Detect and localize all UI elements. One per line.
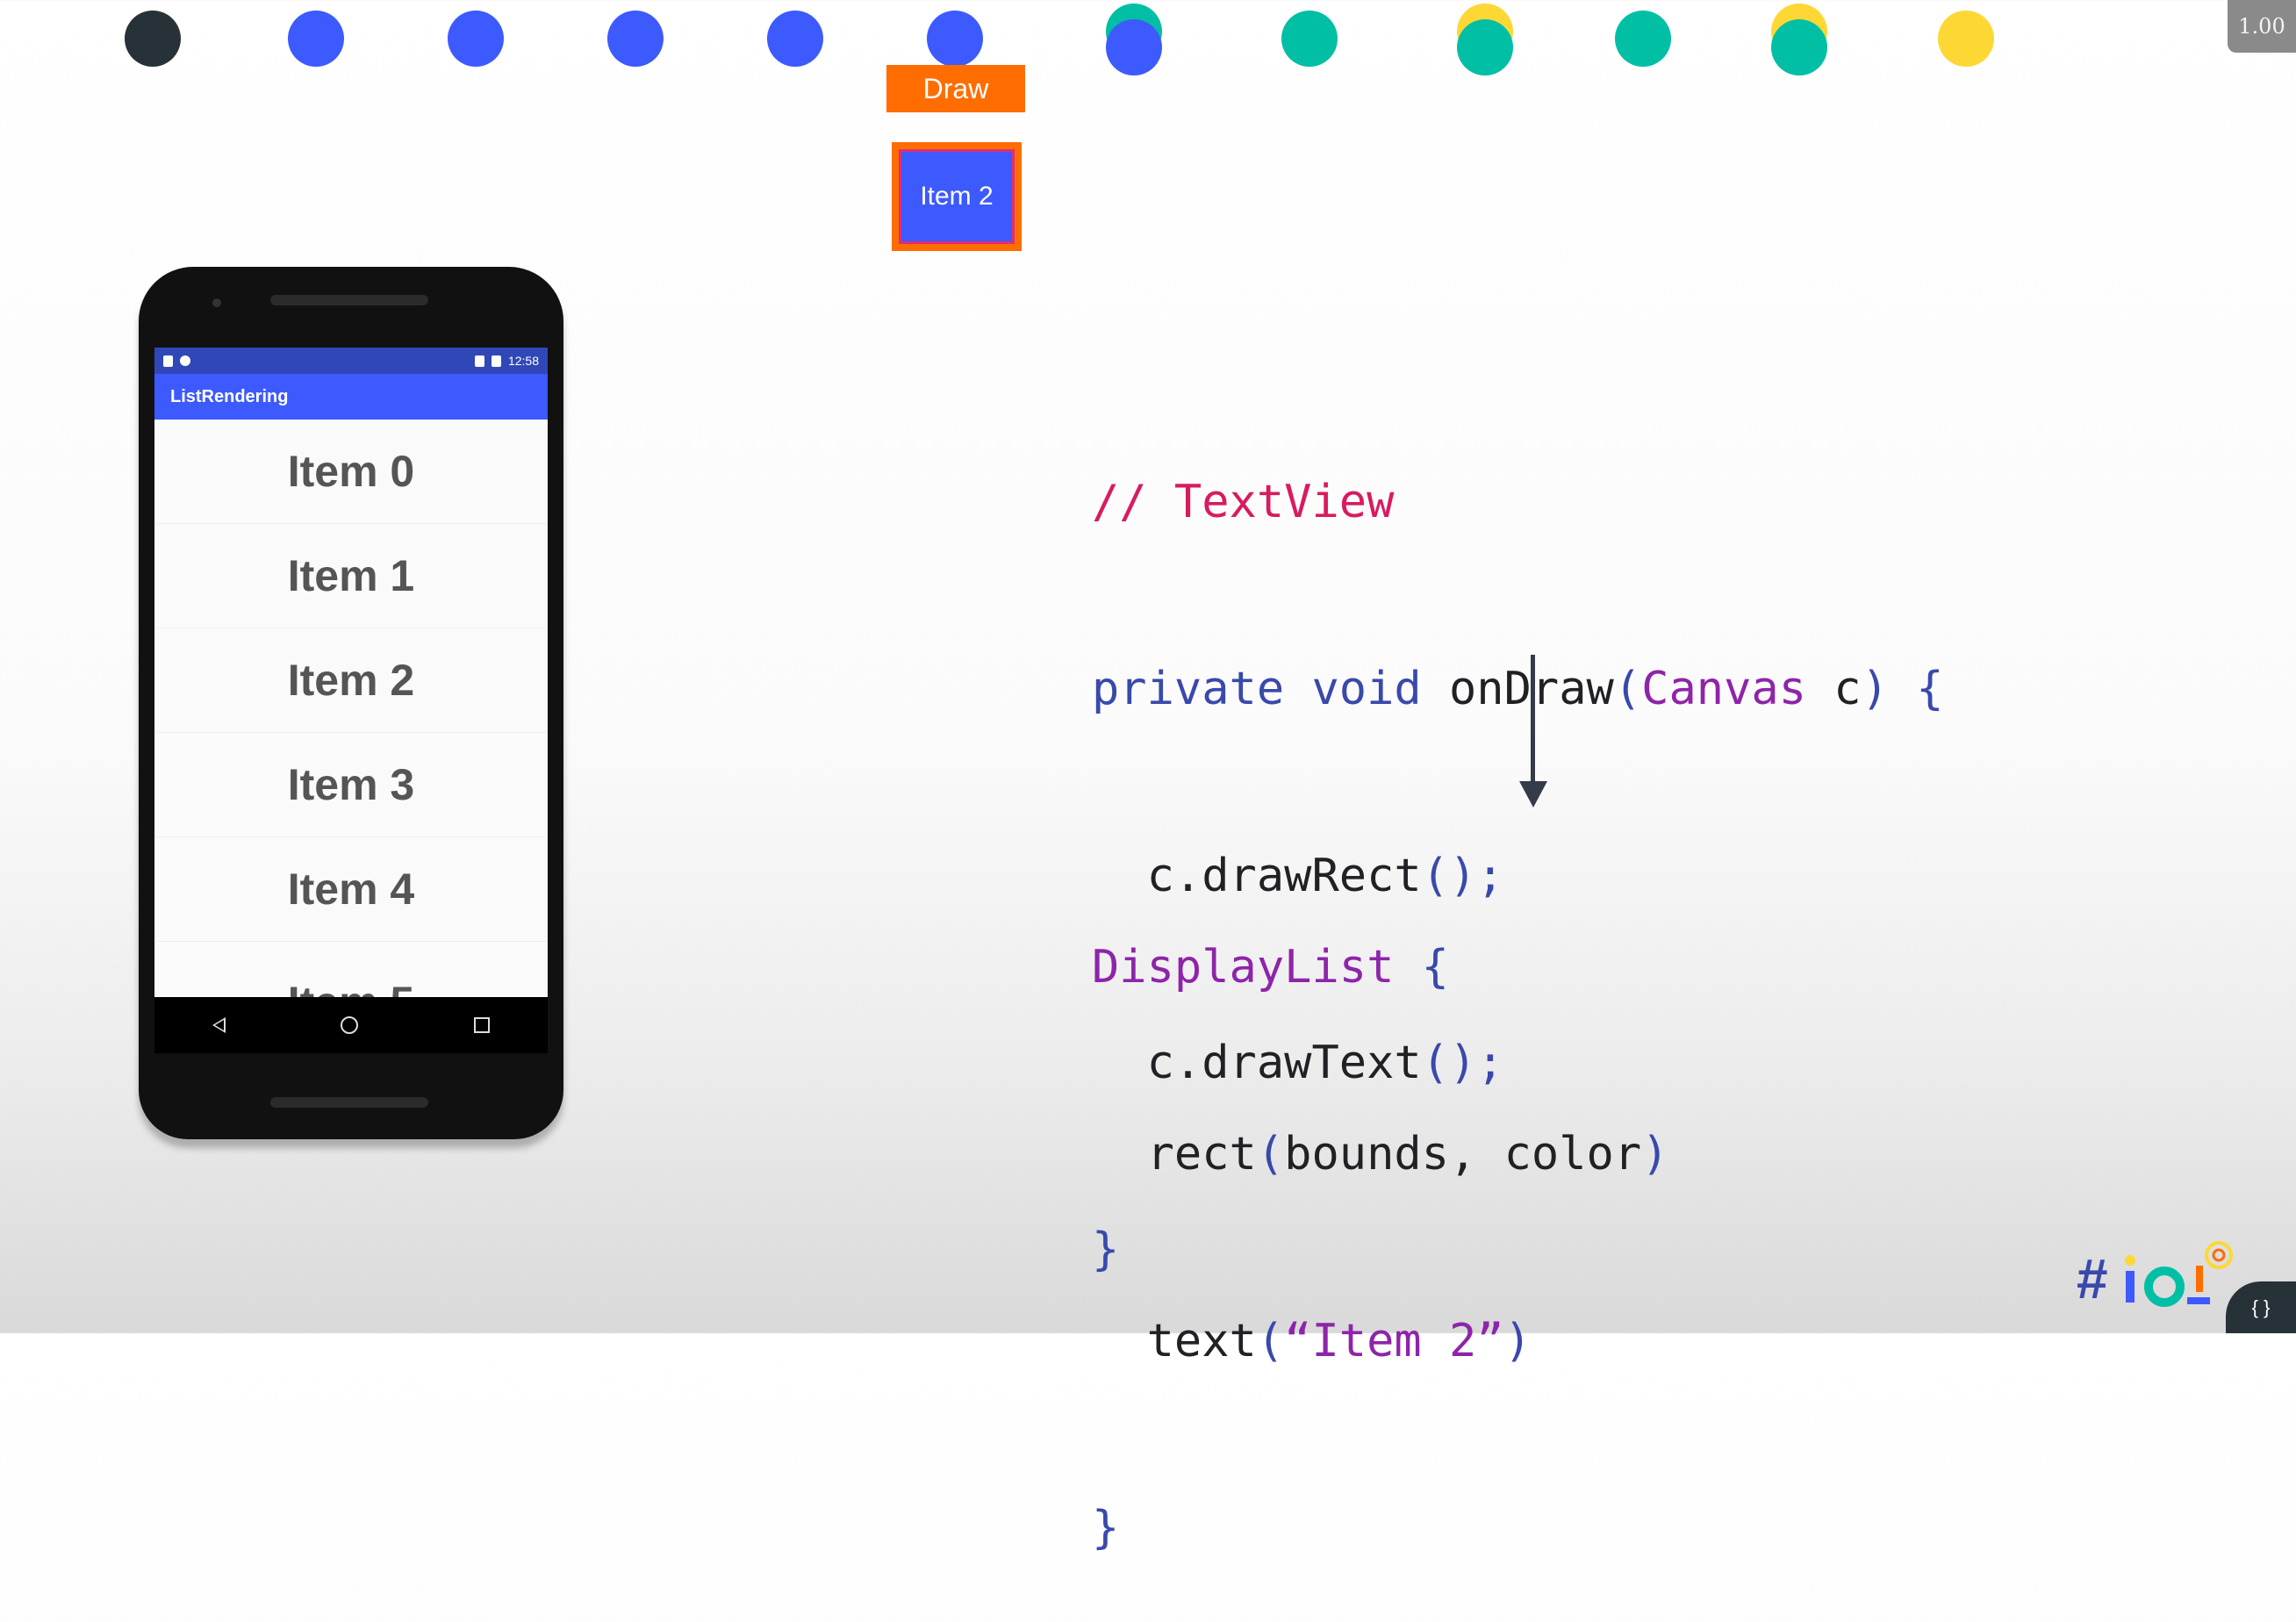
io18-logo-icon: [2125, 1241, 2233, 1307]
code-keyword: private void: [1092, 663, 1422, 715]
code-comment: // TextView: [1092, 476, 1395, 528]
phone-speaker: [270, 295, 428, 305]
google-io-logo: #: [2077, 1229, 2252, 1317]
status-time: 12:58: [507, 354, 539, 368]
code-string: “Item 2”: [1284, 1315, 1504, 1367]
down-arrow-head: [1519, 781, 1547, 807]
code-punc: ();: [1421, 850, 1504, 902]
battery-icon: [491, 355, 501, 367]
timeline-dot: [1457, 19, 1513, 75]
code-brace: }: [1092, 1224, 1120, 1276]
code-call: text: [1092, 1315, 1257, 1367]
code-type: DisplayList: [1092, 941, 1395, 994]
code-paren: (: [1613, 663, 1642, 715]
code-args: bounds, color: [1284, 1128, 1642, 1181]
timeline-dot: [1106, 19, 1162, 75]
code-param: c: [1806, 663, 1862, 715]
recents-icon[interactable]: [474, 1017, 491, 1033]
signal-icon: [474, 355, 484, 367]
code-brace: {: [1888, 663, 1944, 715]
code-paren: ): [1861, 663, 1889, 715]
timeline-dot: [1938, 11, 1994, 67]
timeline-dot: [1771, 19, 1827, 75]
list-item[interactable]: Item 4: [154, 837, 548, 942]
timeline-dot: [1281, 11, 1338, 67]
phone-screen: 12:58 ListRendering Item 0 Item 1 Item 2…: [154, 348, 548, 1053]
code-call: c.drawRect: [1092, 850, 1422, 902]
code-call: rect: [1092, 1128, 1257, 1181]
list-item[interactable]: Item 3: [154, 733, 548, 837]
code-brace: {: [1394, 941, 1449, 994]
io-hash: #: [2077, 1247, 2108, 1310]
code-punc: ();: [1421, 1037, 1504, 1089]
code-brace: }: [1092, 1502, 1120, 1554]
io-corner-badge: { }: [2226, 1281, 2296, 1333]
sd-card-icon: [163, 355, 173, 367]
code-paren: ): [1641, 1128, 1669, 1181]
timeline-dot: [448, 11, 504, 67]
zoom-level-badge: 1.00: [2228, 0, 2296, 53]
timeline-dot: [125, 11, 181, 67]
timeline-dot: [607, 11, 664, 67]
home-icon[interactable]: [341, 1016, 359, 1034]
status-bar: 12:58: [154, 348, 548, 374]
timeline-dot: [288, 11, 344, 67]
item-2-box-label: Item 2: [901, 152, 1012, 241]
phone-speaker-bottom: [270, 1097, 428, 1108]
code-paren: ): [1503, 1315, 1532, 1367]
phone-mockup: 12:58 ListRendering Item 0 Item 1 Item 2…: [139, 267, 563, 1139]
draw-label: Draw: [886, 65, 1025, 112]
code-textview: // TextView private void onDraw(Canvas c…: [1092, 347, 1944, 1344]
item-list[interactable]: Item 0 Item 1 Item 2 Item 3 Item 4 Item …: [154, 420, 548, 997]
code-method-name: onDraw: [1421, 663, 1614, 715]
code-displaylist: DisplayList { rect(bounds, color) text(“…: [1092, 812, 1668, 1622]
list-item[interactable]: Item 0: [154, 420, 548, 524]
phone-camera-icon: [212, 298, 221, 307]
back-icon[interactable]: [212, 1017, 226, 1033]
app-title: ListRendering: [154, 374, 548, 420]
list-item[interactable]: Item 1: [154, 524, 548, 628]
down-arrow-icon: [1531, 655, 1535, 786]
code-paren: (: [1256, 1315, 1285, 1367]
code-paren: (: [1256, 1128, 1285, 1181]
android-icon: [180, 355, 190, 366]
timeline-dot: [1615, 11, 1671, 67]
list-item[interactable]: Item 2: [154, 628, 548, 733]
code-type: Canvas: [1641, 663, 1806, 715]
timeline-dot: [767, 11, 823, 67]
timeline-dot: [927, 11, 983, 67]
code-call: c.drawText: [1092, 1037, 1422, 1089]
nav-bar: [154, 997, 548, 1053]
list-item[interactable]: Item 5: [154, 942, 548, 997]
item-2-box: Item 2: [892, 142, 1022, 251]
